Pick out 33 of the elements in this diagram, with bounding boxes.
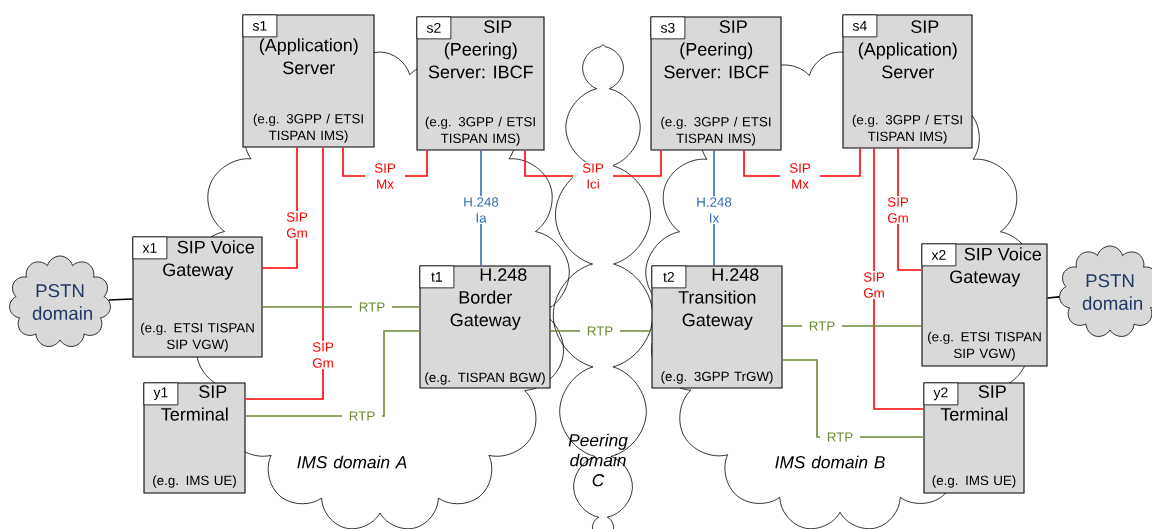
network-element-box: s3 SIP (Peering) Server: IBCF (e.g. 3GPP / ETSI TISPAN IMS) <box>650 16 782 151</box>
network-element-box: y2 SIP Terminal (e.g. IMS UE) <box>923 382 1025 494</box>
edge-label: RTP <box>342 410 382 422</box>
connector-line <box>1046 296 1060 299</box>
network-cloud: PSTN domain <box>1059 245 1152 337</box>
edge-label: RTP <box>820 431 860 443</box>
network-element-box: x1 SIP Voice Gateway (e.g. ETSI TISPAN SIP VGW) <box>132 236 263 358</box>
edge-label: SIP Gm <box>854 270 894 300</box>
edge-label: SIP Ici <box>573 161 613 191</box>
edge-label: SIP Gm <box>277 210 317 240</box>
edge-label: H.248 Ia <box>461 195 501 225</box>
edge-label: H.248 Ix <box>694 196 734 224</box>
network-element-box: t1 H.248 Border Gateway (e.g. TISPAN BGW) <box>419 265 551 389</box>
edge-label: RTP <box>802 320 842 332</box>
domain-label: IMS domain B <box>775 455 885 469</box>
connector-line <box>107 298 134 301</box>
network-cloud: PSTN domain <box>9 255 111 347</box>
network-element-box: s1 (Application) Server (e.g. 3GPP / ETSI TISPAN IMS) <box>242 14 375 148</box>
domain-label: IMS domain A <box>297 455 407 469</box>
edge-label: SIP Gm <box>878 195 918 225</box>
connector-line <box>873 147 925 410</box>
edge-label: RTP <box>352 301 392 313</box>
network-element-box: x2 SIP Voice Gateway (e.g. ETSI TISPAN SIP VGW) <box>921 243 1048 367</box>
edge-label: RTP <box>580 325 620 337</box>
domain-label: Peering domain C <box>568 433 628 487</box>
network-element-box: s4 SIP (Application) Server (e.g. 3GPP / ETSI TISPAN IMS) <box>842 14 973 149</box>
connector-line <box>244 146 324 400</box>
network-element-box: t2 H.248 Transition Gateway (e.g. 3GPP TrGW) <box>651 265 783 389</box>
edge-label: SIP Mx <box>780 162 820 190</box>
edge-label: SIP Gm <box>303 340 343 370</box>
network-element-box: y1 SIP Terminal (e.g. IMS UE) <box>143 382 246 494</box>
network-element-box: s2 SIP (Peering) Server: IBCF (e.g. 3GPP / ETSI TISPAN IMS) <box>416 16 545 151</box>
edge-label: SIP Mx <box>365 162 405 190</box>
